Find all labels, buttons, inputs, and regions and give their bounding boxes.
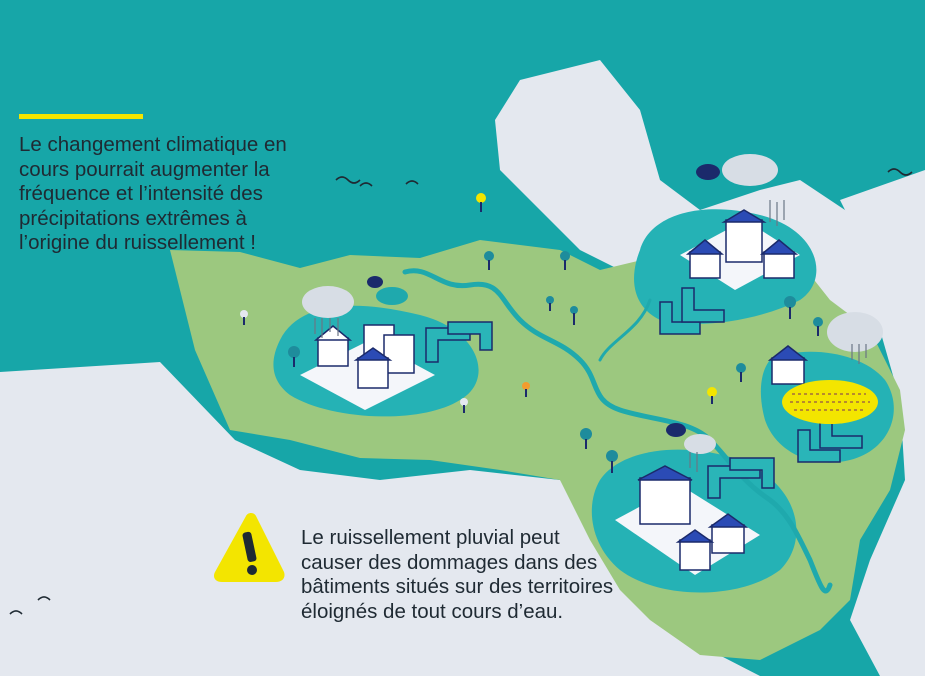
house-icon: [313, 324, 415, 389]
trees: [240, 193, 823, 473]
tree-icon: [476, 193, 486, 212]
tree-icon: [606, 450, 618, 473]
drain-pipe-icon: [797, 429, 841, 463]
rain-cloud-icon: [302, 286, 354, 338]
tree-icon: [288, 346, 300, 367]
tree-icon: [560, 251, 570, 270]
house-icon: [685, 209, 799, 279]
tree-icon: [813, 317, 823, 336]
rain-clouds: [302, 154, 883, 472]
wave-decorations: [9, 168, 913, 615]
tree-icon: [570, 306, 578, 325]
tree-icon: [484, 251, 494, 270]
rain-cloud-icon: [827, 312, 883, 364]
tree-icon: [240, 310, 248, 325]
damage-callout-text: Le ruissellement pluvial peut causer des…: [301, 526, 614, 623]
river: [402, 268, 833, 594]
house-icon: [767, 345, 809, 385]
buildings: [313, 209, 809, 571]
tree-icon: [707, 387, 717, 404]
tree-icon: [580, 428, 592, 449]
tree-icon: [546, 296, 554, 311]
rain-cloud-icon: [666, 423, 716, 472]
drain-pipe-icon: [447, 321, 493, 351]
rain-cloud-icon: [696, 154, 785, 226]
warning-triangle-icon: [213, 513, 285, 582]
accent-bar: [19, 114, 143, 119]
tree-icon: [460, 398, 468, 413]
crop-field-icon: [782, 380, 878, 424]
grey-land: [0, 60, 925, 676]
tree-icon: [736, 363, 746, 382]
drain-pipes: [425, 287, 863, 499]
tree-icon: [522, 382, 530, 397]
tree-icon: [784, 296, 796, 319]
climate-callout-text: Le changement climatique en cours pourra…: [19, 133, 287, 254]
house-icon: [637, 465, 749, 571]
drain-pipe-icon: [729, 457, 775, 489]
drain-pipe-icon: [681, 287, 725, 323]
rain-cloud-icon: [367, 276, 408, 305]
